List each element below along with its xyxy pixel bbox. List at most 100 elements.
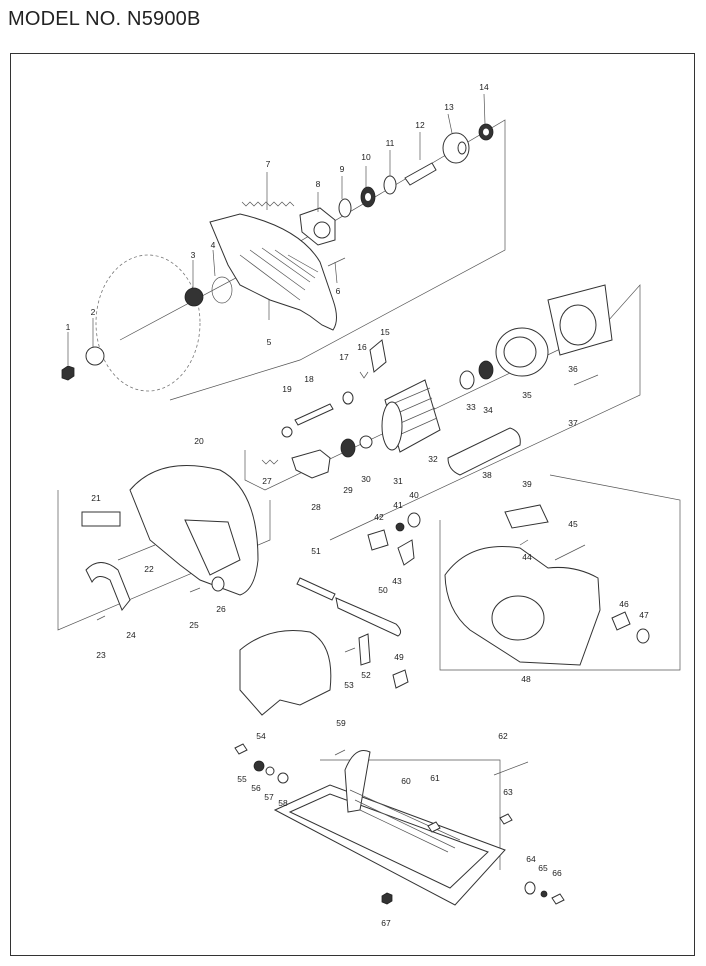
screw-45	[554, 544, 586, 561]
part-number-39: 39	[522, 479, 532, 489]
part-number-17: 17	[339, 352, 349, 362]
retaining-ring	[211, 276, 233, 304]
wing-bolt-55	[234, 743, 248, 755]
handle-50	[335, 597, 402, 637]
part-number-46: 46	[619, 599, 629, 609]
part-number-33: 33	[466, 402, 476, 412]
part-number-23: 23	[96, 650, 106, 660]
brush-cover-24	[85, 562, 131, 611]
part-number-51: 51	[311, 546, 321, 556]
part-number-38: 38	[482, 470, 492, 480]
screw-53	[344, 647, 356, 653]
part-number-13: 13	[444, 102, 454, 112]
spring-27	[261, 459, 279, 465]
part-number-59: 59	[336, 718, 346, 728]
part-number-21: 21	[91, 493, 101, 503]
ring-30	[359, 435, 373, 449]
part-number-54: 54	[256, 731, 266, 741]
part-number-18: 18	[304, 374, 314, 384]
part-number-66: 66	[552, 868, 562, 878]
washer-65	[540, 890, 548, 898]
bushing-26	[211, 576, 225, 592]
part-number-52: 52	[361, 670, 371, 680]
part-number-56: 56	[251, 783, 261, 793]
spring-56	[253, 760, 265, 772]
hex-bolt	[61, 365, 75, 381]
part-number-50: 50	[378, 585, 388, 595]
part-number-43: 43	[392, 576, 402, 586]
part-number-35: 35	[522, 390, 532, 400]
pivot-61	[427, 821, 441, 833]
bearing-34	[478, 360, 494, 380]
nut-67	[381, 892, 393, 905]
washer-64	[524, 881, 536, 895]
gear-housing-cover	[129, 465, 259, 596]
part-number-2: 2	[91, 307, 96, 317]
blade-guard	[209, 213, 337, 331]
part-number-62: 62	[498, 731, 508, 741]
part-number-7: 7	[266, 159, 271, 169]
part-number-8: 8	[316, 179, 321, 189]
part-number-30: 30	[361, 474, 371, 484]
bearing-10-inner	[365, 193, 371, 201]
part-number-47: 47	[639, 610, 649, 620]
part-number-11: 11	[386, 138, 395, 148]
part-number-19: 19	[282, 384, 292, 394]
part-41	[395, 522, 405, 532]
leader-lines	[67, 93, 486, 365]
part-number-25: 25	[189, 620, 199, 630]
screw-59	[334, 749, 346, 756]
diagram-frame	[10, 53, 695, 956]
part-number-4: 4	[211, 240, 216, 250]
part-number-55: 55	[237, 774, 247, 784]
part-number-1: 1	[66, 322, 71, 332]
label-21	[81, 511, 121, 527]
part-number-15: 15	[380, 327, 390, 337]
part-number-32: 32	[428, 454, 438, 464]
clip-49	[392, 669, 409, 689]
part-number-49: 49	[394, 652, 404, 662]
inner-flange	[184, 287, 204, 307]
part-number-42: 42	[374, 512, 384, 522]
screw-6	[327, 257, 346, 267]
clamp-52	[358, 633, 371, 666]
part-number-29: 29	[343, 485, 353, 495]
part-number-27: 27	[262, 476, 272, 486]
part-number-22: 22	[144, 564, 154, 574]
armature	[381, 379, 441, 453]
wing-nut-63	[499, 813, 513, 825]
lever-28	[291, 449, 331, 479]
part-number-44: 44	[522, 552, 532, 562]
part-number-31: 31	[393, 476, 403, 486]
part-number-61: 61	[430, 773, 440, 783]
ring-9	[338, 198, 352, 218]
bearing-14-inner	[483, 128, 489, 136]
safety-cover-54	[239, 629, 332, 716]
part-number-34: 34	[483, 405, 493, 415]
nut-57	[265, 766, 275, 776]
spindle	[404, 162, 437, 186]
screw-23	[96, 615, 106, 621]
bushing-17	[342, 391, 354, 405]
part-number-65: 65	[538, 863, 548, 873]
outer-flange	[85, 346, 105, 366]
part-number-57: 57	[264, 792, 274, 802]
part-number-20: 20	[194, 436, 204, 446]
part-number-26: 26	[216, 604, 226, 614]
saw-blade-outline	[95, 254, 201, 392]
part-number-48: 48	[521, 674, 531, 684]
spring	[241, 201, 295, 207]
screw-37	[573, 374, 599, 386]
screw-25	[189, 587, 201, 593]
part-number-60: 60	[401, 776, 411, 786]
washer-58	[277, 772, 289, 784]
switch-42	[367, 529, 389, 551]
spring-16	[359, 371, 369, 379]
part-number-67: 67	[381, 918, 391, 928]
wing-nut-66	[551, 893, 565, 905]
cord-51	[296, 577, 336, 601]
bearing-33	[459, 370, 475, 390]
base-plate	[273, 750, 506, 906]
part-number-10: 10	[361, 152, 371, 162]
